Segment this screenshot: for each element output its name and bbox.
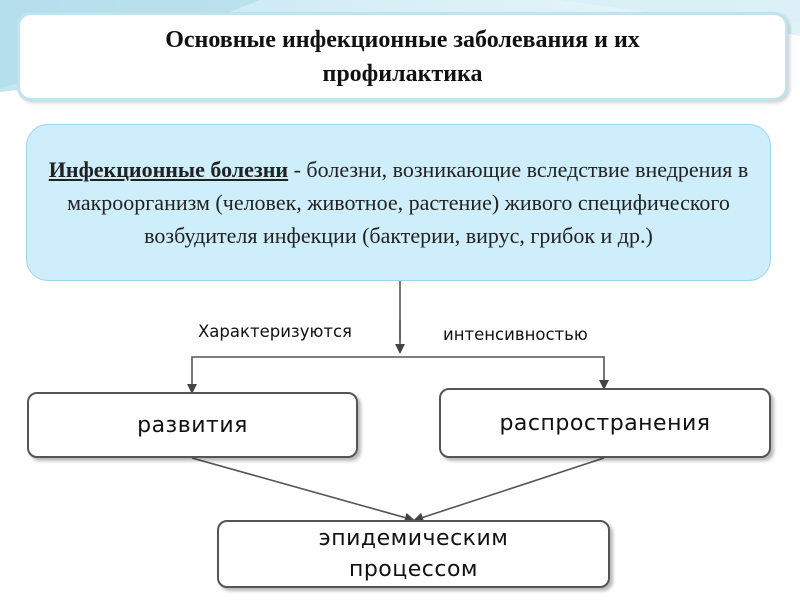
label-intensity: интенсивностью xyxy=(443,325,588,344)
definition-term: Инфекционные болезни xyxy=(48,157,289,182)
title-box: Основные инфекционные заболевания и их п… xyxy=(17,12,788,101)
page-title: Основные инфекционные заболевания и их п… xyxy=(165,23,640,91)
box-epidemic-line-2: процессом xyxy=(348,557,479,582)
box-epidemic-line-1: эпидемическим xyxy=(318,526,509,551)
box-spread: распространения xyxy=(439,388,771,458)
title-line-1: Основные инфекционные заболевания и их xyxy=(165,26,640,53)
title-line-2: профилактика xyxy=(322,60,483,87)
definition-box: Инфекционные болезни - болезни, возникаю… xyxy=(26,124,771,281)
label-characterized: Характеризуются xyxy=(198,322,352,341)
definition-text: - болезни, возникающие вследствие внедре… xyxy=(67,157,749,248)
box-development-label: развития xyxy=(137,412,248,438)
definition-paragraph: Инфекционные болезни - болезни, возникаю… xyxy=(43,153,754,252)
box-epidemic-process: эпидемическим процессом xyxy=(217,520,610,588)
box-spread-label: распространения xyxy=(499,410,711,436)
box-development: развития xyxy=(27,392,358,458)
